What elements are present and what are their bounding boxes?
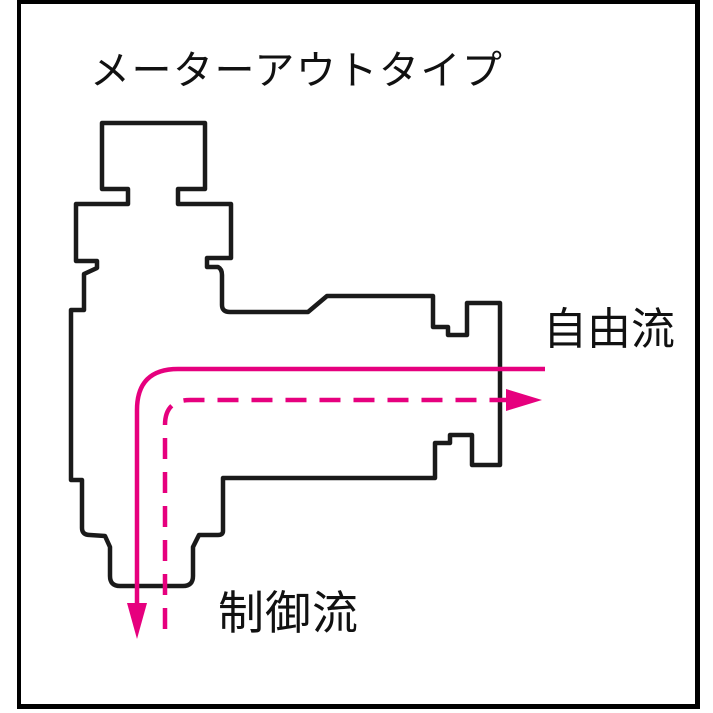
free-flow-line-dashed [162,389,542,629]
figure-border-frame [17,0,700,709]
controlled-flow-label: 制御流 [218,587,359,639]
diagram-title: メーターアウトタイプ [90,49,504,93]
controlled-flow-path [134,366,545,606]
down-arrow-icon [127,603,147,639]
free-flow-path [162,397,506,629]
free-flow-label: 自由流 [543,305,675,354]
controlled-flow-line-solid [127,366,545,639]
right-arrow-icon [506,389,542,411]
fitting-outline [68,120,503,589]
